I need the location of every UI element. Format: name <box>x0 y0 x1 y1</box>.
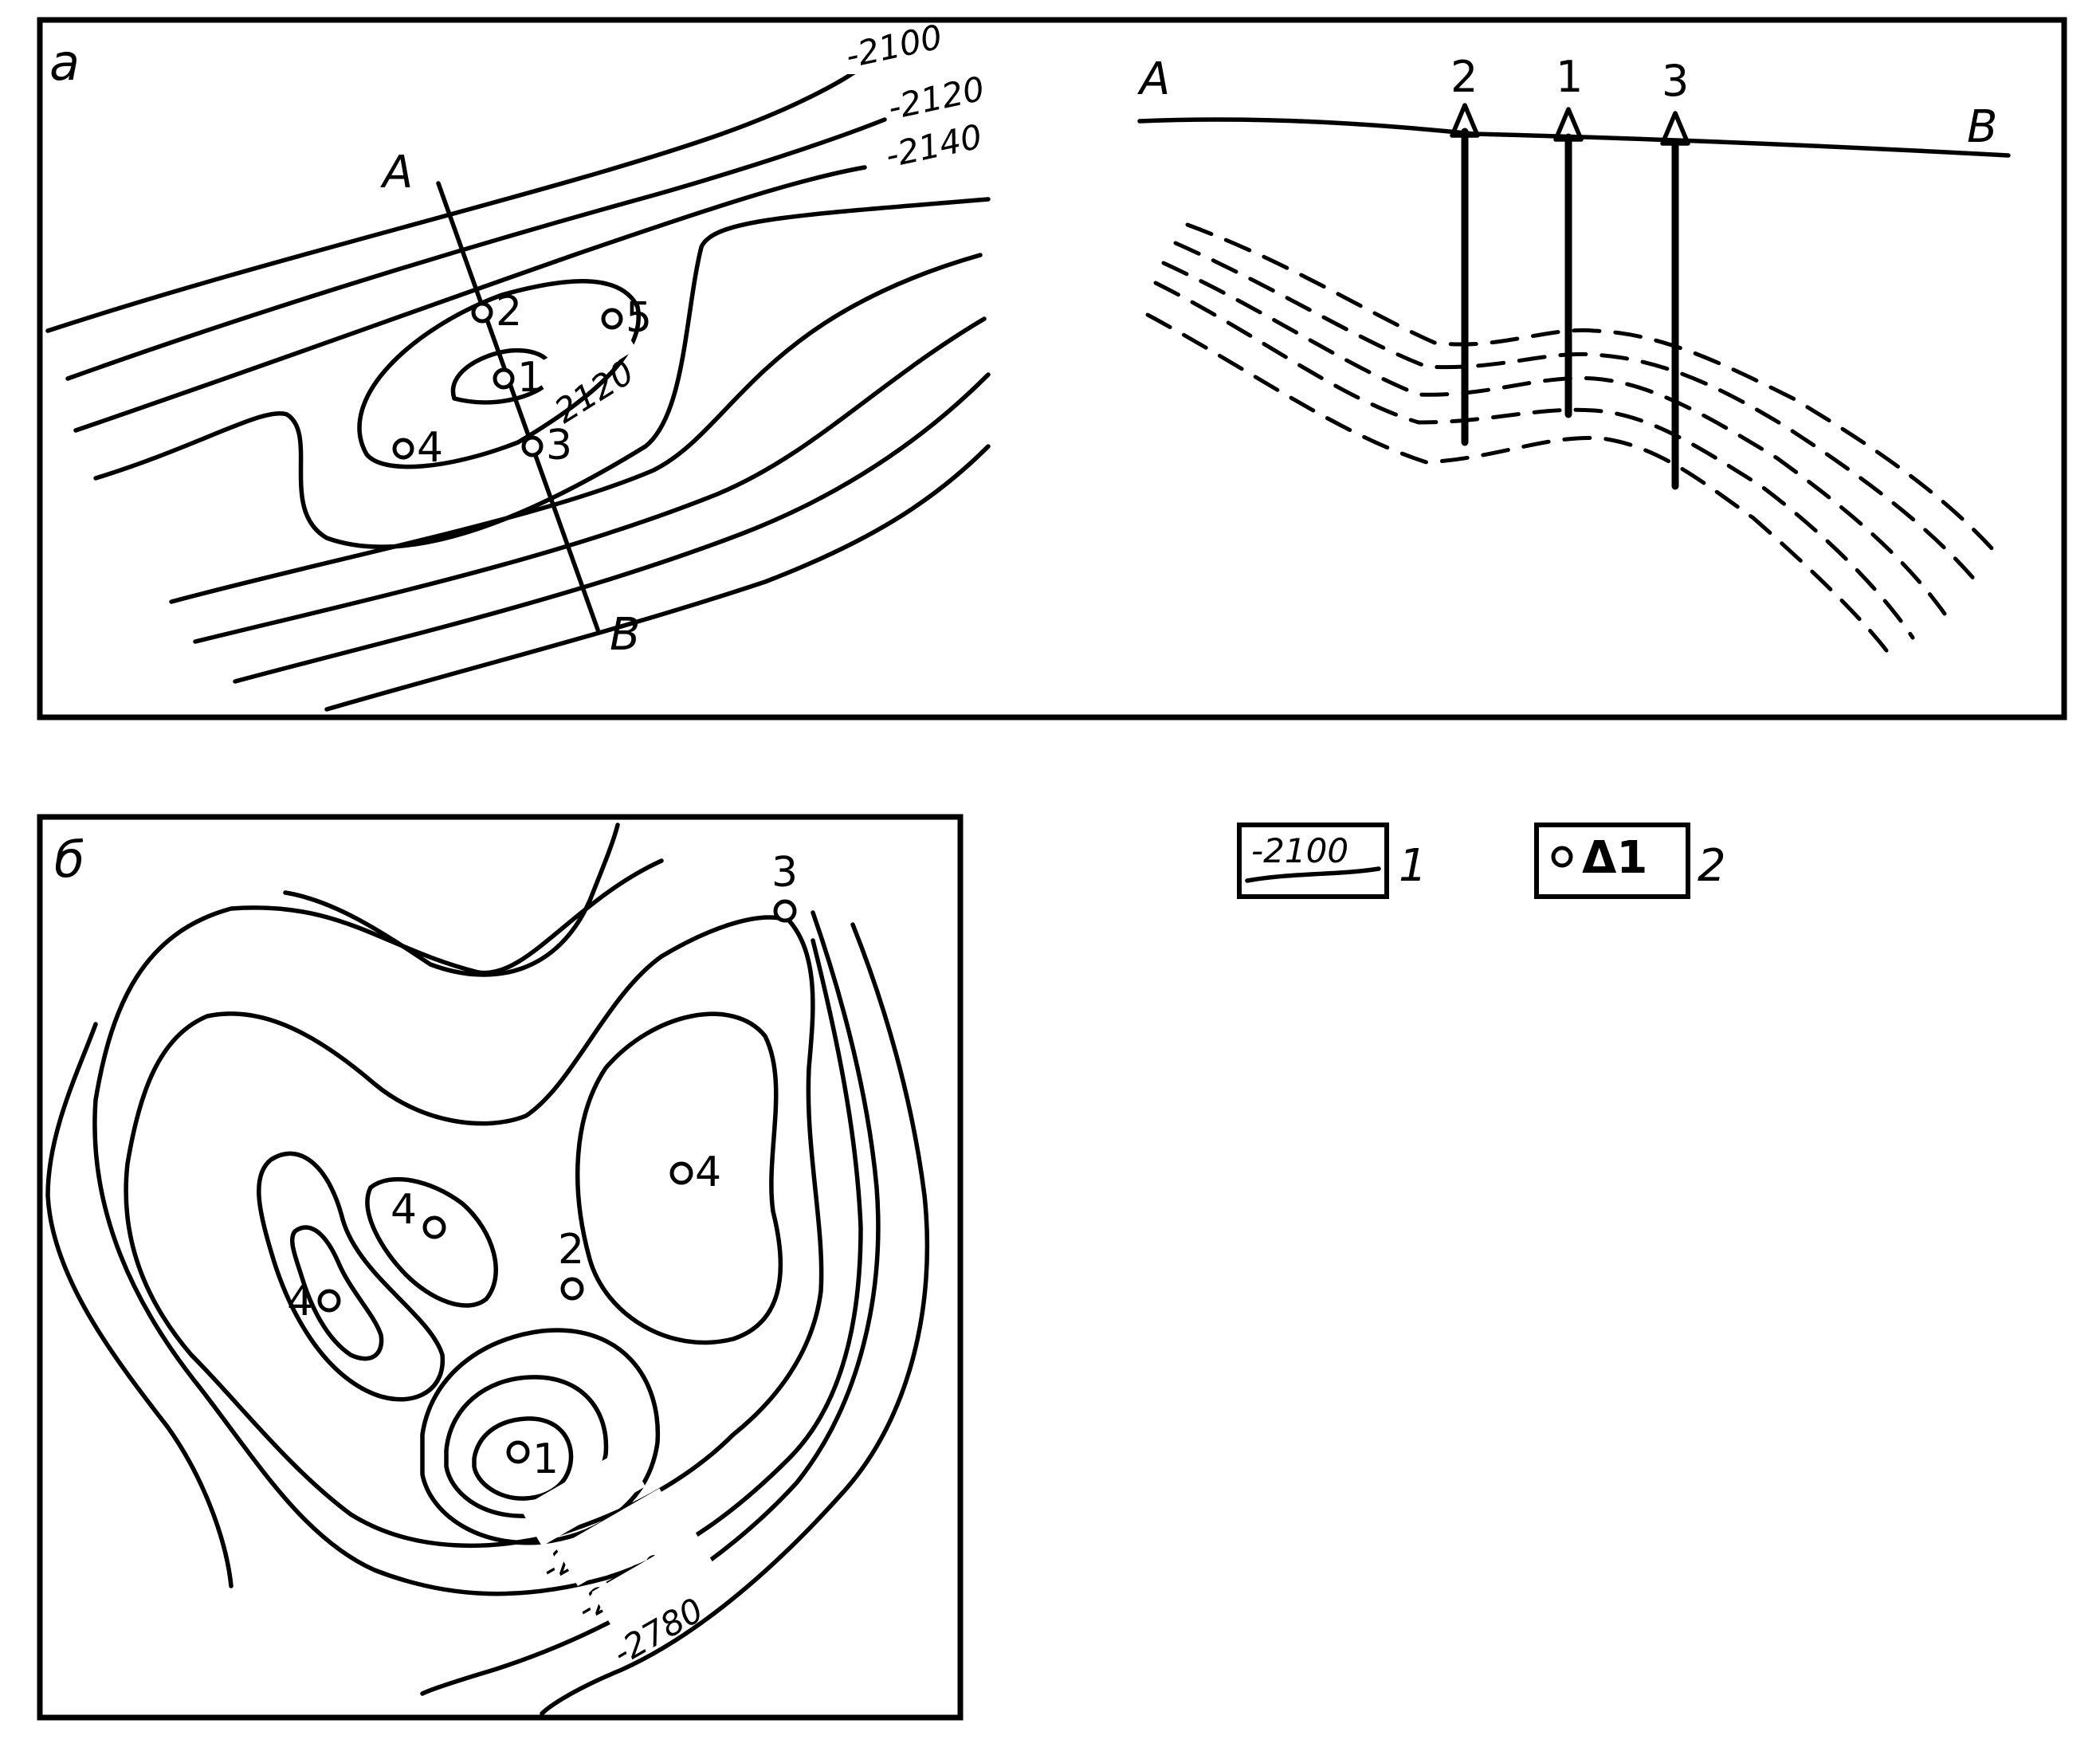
well-label: 5 <box>626 294 652 342</box>
contour-line <box>169 253 983 604</box>
well-label: 2 <box>558 1226 584 1274</box>
contour-line <box>290 1225 384 1361</box>
well-marker <box>317 1289 341 1313</box>
contour-line <box>124 915 824 1549</box>
well-marker <box>493 367 515 390</box>
contour-line <box>193 316 987 644</box>
legend-index: 2 <box>1698 840 1726 892</box>
profile-start-label: A <box>380 147 413 198</box>
stratum-line <box>1161 261 1947 616</box>
well-label: 2 <box>496 288 522 336</box>
contour-line <box>420 910 881 1696</box>
panel-b-frame <box>37 814 964 1721</box>
stratum-line <box>1185 222 2003 560</box>
contour-line <box>365 1176 498 1308</box>
profile-end-label: B <box>610 609 640 661</box>
well-label: 3 <box>546 422 572 469</box>
legend-sample-text: Δ1 <box>1582 832 1647 884</box>
section-left-label: A <box>1137 53 1170 105</box>
section-well-label: 1 <box>1556 52 1583 102</box>
stratum-line <box>1153 281 1915 640</box>
well-marker <box>521 435 544 457</box>
stratum-line <box>1173 241 1979 584</box>
profile-line-ab <box>436 181 600 632</box>
contour-line <box>233 372 991 684</box>
legend-item-well: Δ1 2 <box>1534 823 1726 899</box>
well-marker <box>392 438 414 460</box>
contour-line <box>257 1151 445 1402</box>
well-label: 4 <box>287 1278 313 1325</box>
well-marker <box>506 1440 530 1464</box>
contour-line <box>472 1416 574 1501</box>
contour-line <box>575 1011 783 1345</box>
panel-b-map: б -2740 -2760 -2780 3 4 4 <box>37 814 964 1721</box>
panel-a-frame <box>37 17 2067 720</box>
contour-line <box>357 279 641 469</box>
stratum-line <box>1145 312 1891 656</box>
well-label: 1 <box>532 1435 559 1483</box>
section-well-label: 3 <box>1662 56 1689 106</box>
section-right-label: B <box>1967 101 1997 153</box>
legend-box <box>1237 823 1389 899</box>
contour-line <box>283 823 620 977</box>
well-label: 3 <box>771 849 798 897</box>
panel-b-letter: б <box>54 830 84 889</box>
well-triangle-icon <box>1660 111 1690 146</box>
legend-contour-line-icon <box>1245 866 1381 883</box>
contour-line <box>45 1022 234 1588</box>
contour-line <box>45 65 863 333</box>
contour-line <box>420 1328 661 1545</box>
panel-a-letter: а <box>49 33 80 92</box>
legend-sample-text: -2100 <box>1251 831 1348 870</box>
panel-a-map: а -2100 -2120 -2140 -2120 A B 2 5 1 4 <box>37 17 2067 720</box>
well-triangle-icon <box>1450 103 1480 138</box>
well-marker <box>773 899 797 923</box>
contour-line <box>92 858 863 1596</box>
ground-surface <box>1137 117 2011 158</box>
well-label: 4 <box>417 424 443 472</box>
legend-item-contour: -2100 1 <box>1237 823 1427 899</box>
section-well-label: 2 <box>1450 52 1478 102</box>
cross-section: A B 2 1 3 <box>1137 52 2011 656</box>
contour-line <box>540 922 930 1716</box>
legend-index: 1 <box>1399 840 1427 892</box>
well-triangle-icon <box>1553 107 1584 142</box>
well-marker <box>669 1161 693 1185</box>
well-label: 4 <box>391 1186 417 1234</box>
well-marker <box>422 1215 446 1239</box>
well-marker <box>601 308 623 330</box>
legend-well-icon <box>1551 846 1573 868</box>
well-label: 4 <box>695 1148 721 1196</box>
well-label: 1 <box>517 354 544 402</box>
contour-line <box>73 165 867 433</box>
well-marker <box>560 1277 584 1301</box>
contour-line <box>65 117 887 381</box>
legend: -2100 1 Δ1 2 <box>1237 823 1726 899</box>
well-marker <box>471 301 493 324</box>
legend-box <box>1534 823 1690 899</box>
contour-line <box>444 1375 609 1518</box>
contour-line <box>324 444 991 712</box>
